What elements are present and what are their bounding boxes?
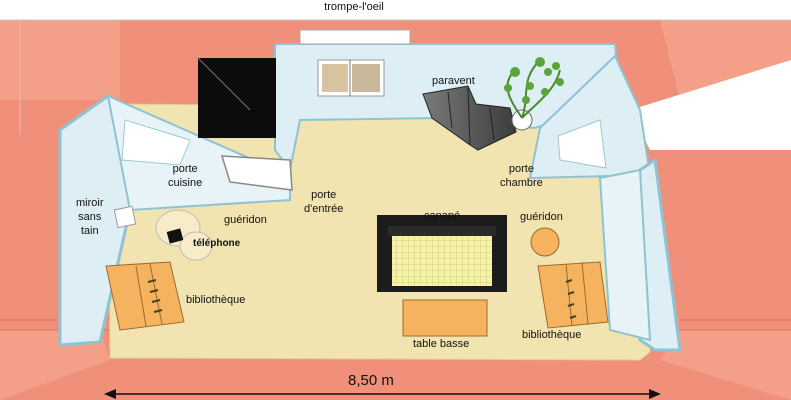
label-telephone: téléphone	[193, 238, 241, 249]
label-porte-entree: porte d'entrée	[304, 189, 344, 215]
dimension-label: 8,50 m	[348, 372, 394, 389]
label-miroir: miroir sans tain	[76, 197, 104, 237]
label-porte-chambre: porte chambre	[500, 163, 543, 189]
label-porte-cuisine: porte cuisine	[168, 163, 203, 189]
plant	[504, 57, 564, 131]
kitchen-door	[220, 155, 293, 191]
coffee-table	[402, 299, 488, 337]
label-gueridon-right: guéridon	[520, 211, 563, 223]
label-gueridon-left: guéridon	[224, 214, 267, 226]
right-wall	[528, 54, 682, 352]
label-paravent: paravent	[432, 75, 475, 87]
diagram-title: trompe-l'oeil	[324, 1, 384, 13]
dimension-arrow	[104, 389, 661, 399]
mirror	[113, 205, 137, 229]
bookcase-right	[537, 261, 609, 329]
label-bibliotheque-left: bibliothèque	[186, 294, 246, 306]
gueridon-right	[530, 227, 560, 257]
sofa	[377, 215, 507, 292]
label-bibliotheque-right: bibliothèque	[522, 329, 582, 341]
gueridon-left	[155, 209, 213, 261]
bookcase-left	[105, 261, 185, 331]
label-canape: canapé	[424, 210, 461, 222]
label-table-basse: table basse	[413, 338, 470, 350]
